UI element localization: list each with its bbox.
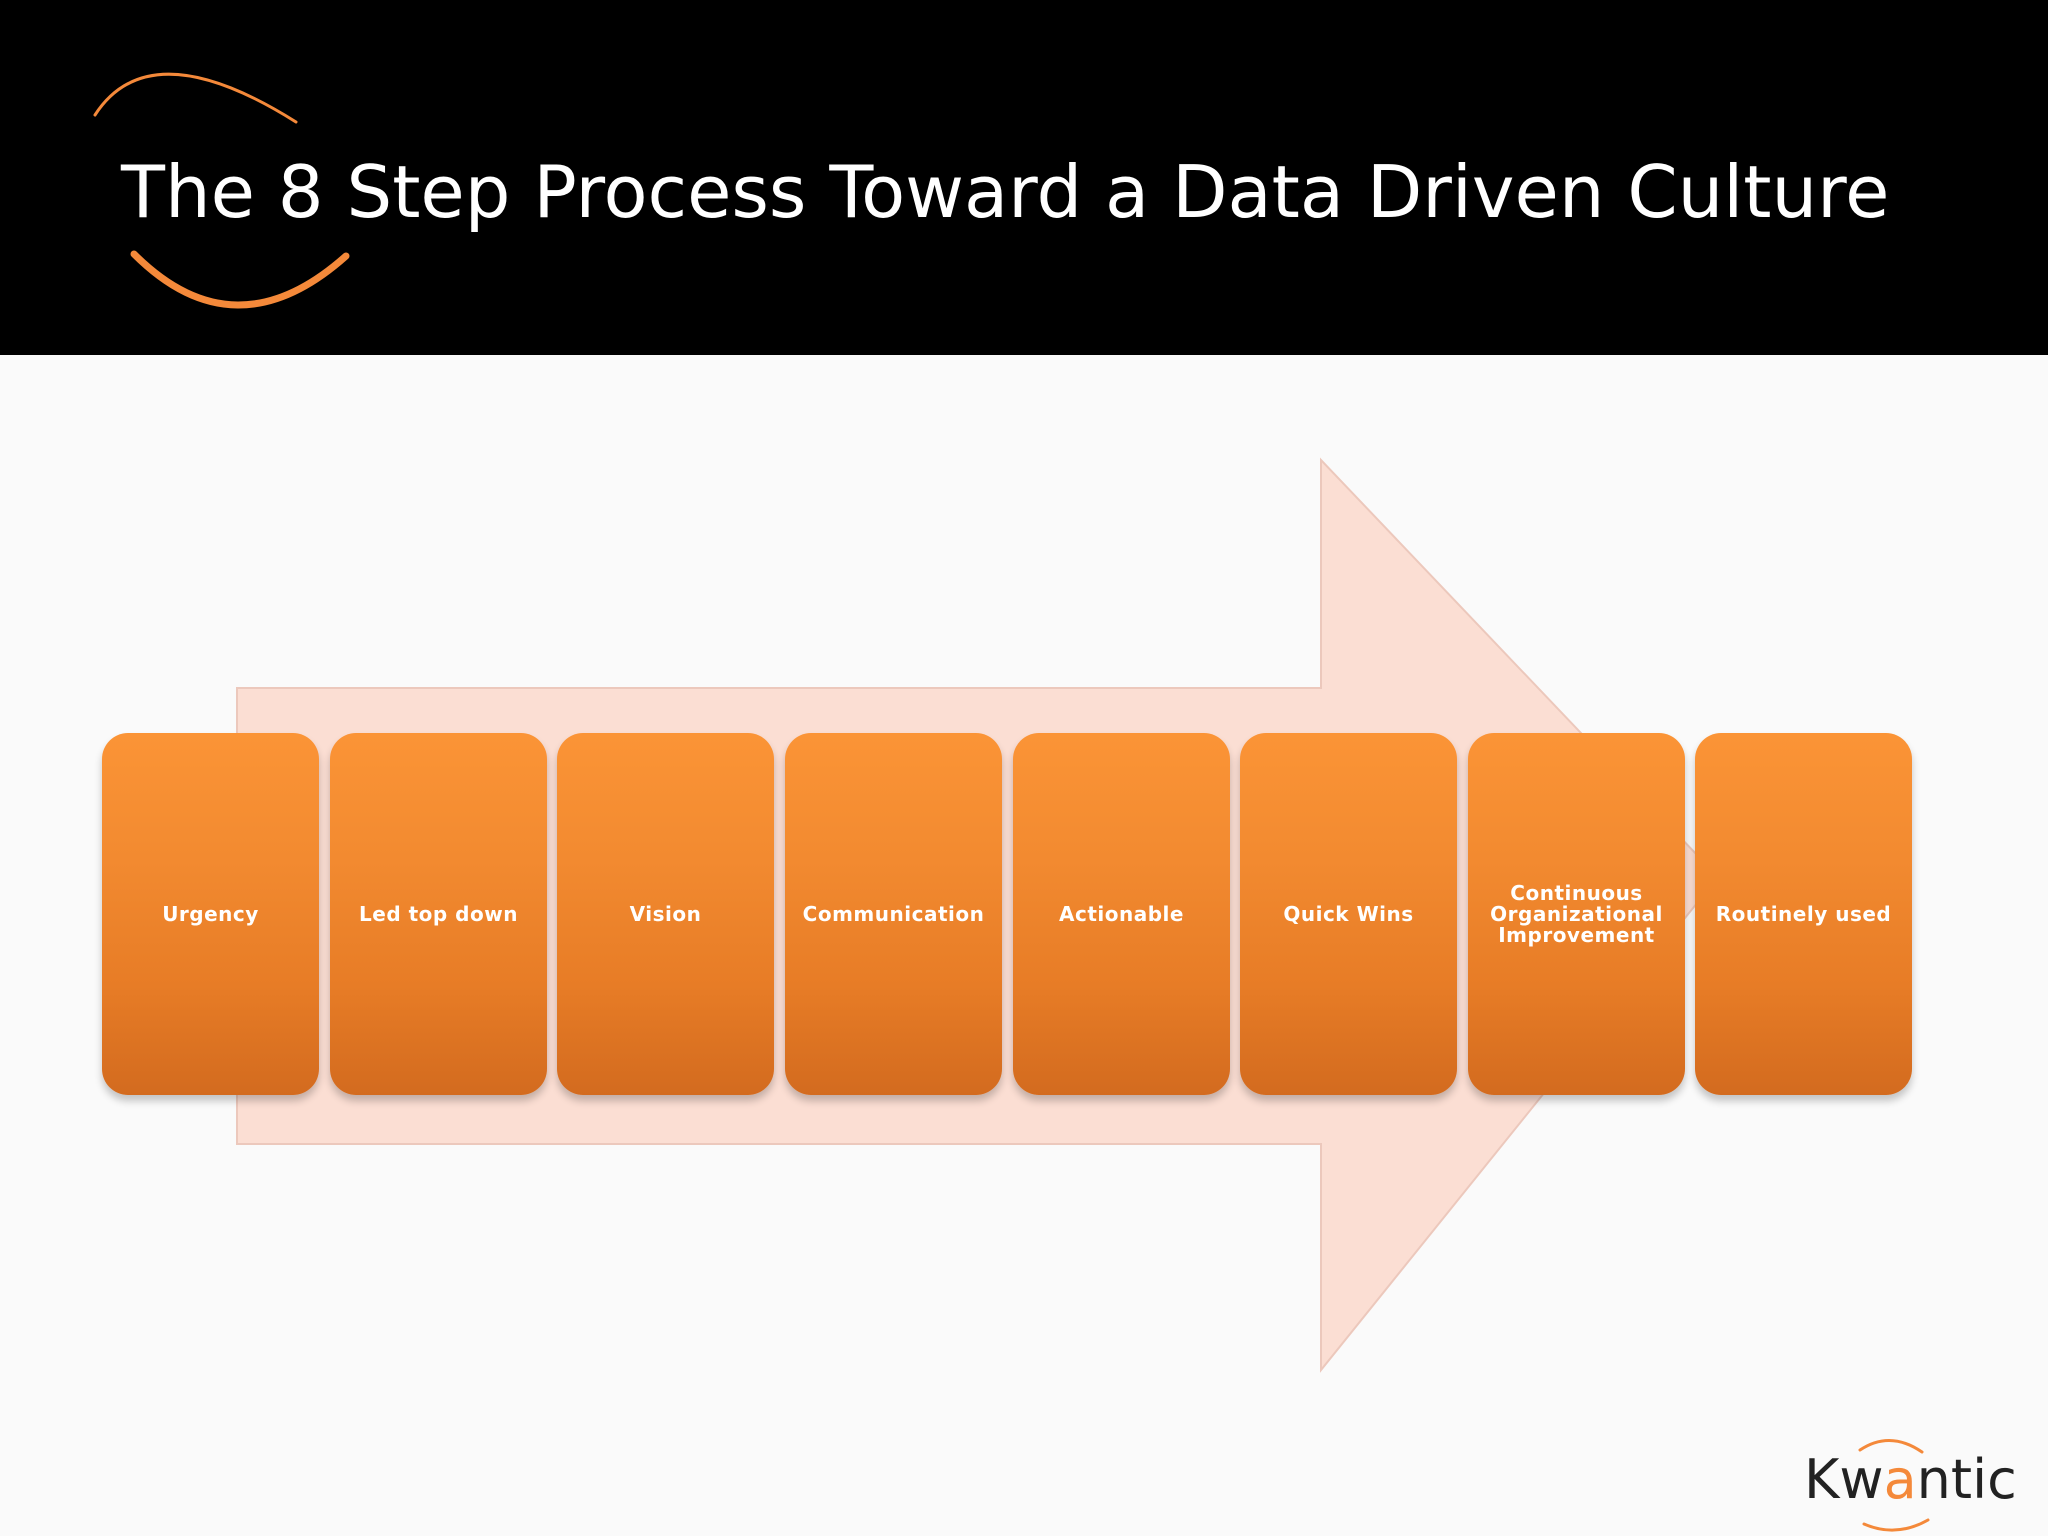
step-label: Vision	[629, 901, 702, 926]
step-label: Routinely used	[1715, 901, 1892, 926]
logo-text-accent: a	[1883, 1448, 1917, 1511]
step-communication: Communication	[785, 733, 1002, 1095]
slide-content: Urgency Led top down Vision Communicatio…	[0, 355, 2048, 1536]
step-label: Communication	[802, 901, 985, 926]
orange-swoosh-icon	[93, 72, 350, 309]
step-quick-wins: Quick Wins	[1240, 733, 1457, 1095]
kwantic-logo: Kwantic	[1800, 1432, 2020, 1532]
step-continuous-organizational-improvement: Continuous Organizational Improvement	[1468, 733, 1685, 1095]
step-urgency: Urgency	[102, 733, 319, 1095]
slide-header: The 8 Step Process Toward a Data Driven …	[0, 0, 2048, 355]
slide-title: The 8 Step Process Toward a Data Driven …	[121, 150, 1890, 234]
step-routinely-used: Routinely used	[1695, 733, 1912, 1095]
logo-text-after: ntic	[1916, 1448, 2017, 1511]
logo-text-before: Kw	[1804, 1448, 1884, 1511]
step-label: Continuous Organizational Improvement	[1490, 880, 1663, 947]
logo-swoosh-icon	[1858, 1439, 1930, 1532]
step-actionable: Actionable	[1013, 733, 1230, 1095]
step-led-top-down: Led top down	[330, 733, 547, 1095]
logo-text: Kwantic	[1804, 1450, 2017, 1510]
step-label: Actionable	[1059, 901, 1184, 926]
step-label: Urgency	[162, 901, 259, 926]
step-label: Quick Wins	[1283, 901, 1414, 926]
step-vision: Vision	[557, 733, 774, 1095]
step-label: Led top down	[359, 901, 518, 926]
